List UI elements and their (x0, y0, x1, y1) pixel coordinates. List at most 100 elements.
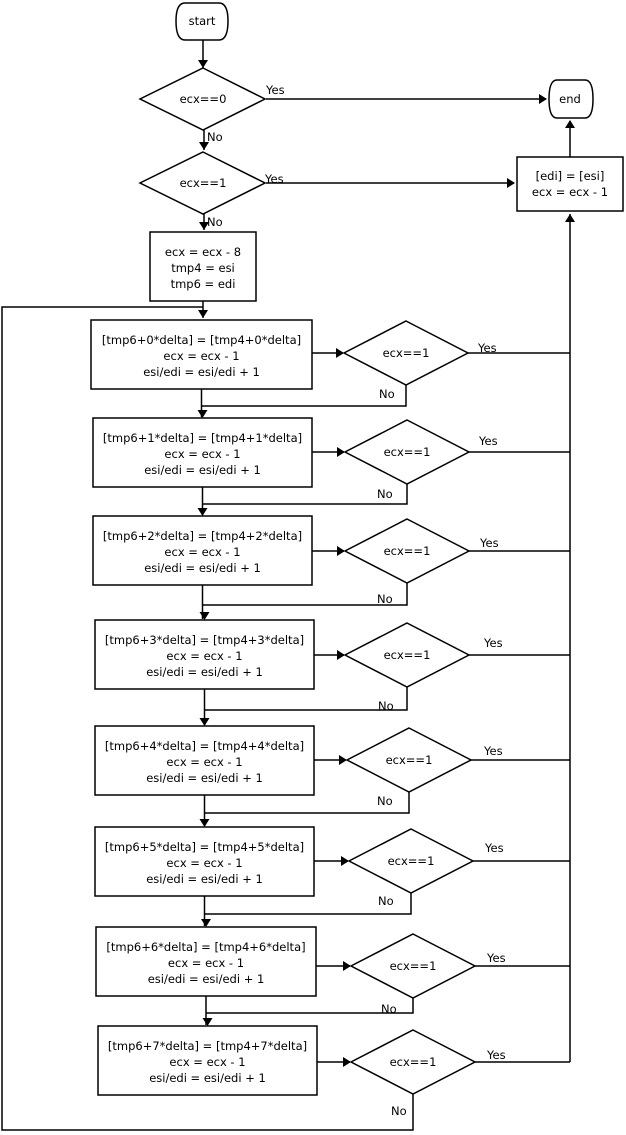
copy-step-check: ecx==1 (347, 828, 475, 894)
copy-step-check: ecx==1 (349, 933, 477, 999)
no-label-zero: No (207, 130, 223, 144)
single-copy-shape (516, 156, 624, 212)
setup-line-1: ecx = ecx - 8 (165, 245, 241, 259)
setup-line-3: tmp6 = edi (171, 277, 236, 291)
copy-step-shape (97, 1025, 318, 1096)
copy-step-line-assign: [tmp6+2*delta] = [tmp4+2*delta] (103, 529, 302, 543)
copy-step-shape (95, 926, 317, 997)
copy-step-check: ecx==1 (343, 518, 471, 584)
arrowhead-right (336, 348, 344, 358)
no-label: No (377, 487, 393, 501)
arrowhead-right (539, 94, 547, 104)
decision-ecx-one: ecx==1 (138, 151, 267, 215)
copy-step-line-dec: ecx = ecx - 1 (164, 447, 240, 461)
nodes: start end ecx==0 Yes No ecx==1 Yes No [e… (138, 2, 624, 302)
step-arrowheads (197, 348, 351, 1067)
start-shape (175, 2, 229, 41)
copy-step-check-shape (349, 933, 477, 999)
setup-box: ecx = ecx - 8 tmp4 = esi tmp6 = edi (149, 231, 257, 302)
copy-step-check: ecx==1 (343, 419, 471, 485)
copy-step-box: [tmp6+5*delta] = [tmp4+5*delta]ecx = ecx… (94, 826, 315, 897)
copy-step-check: ecx==1 (342, 320, 470, 386)
no-label: No (391, 1104, 407, 1118)
yes-label: Yes (478, 434, 498, 448)
yes-label: Yes (486, 1048, 506, 1062)
edge-check-no-to-next (202, 484, 408, 505)
copy-step-line-inc: esi/edi = esi/edi + 1 (146, 665, 263, 679)
copy-step-line-assign: [tmp6+7*delta] = [tmp4+7*delta] (108, 1039, 307, 1053)
arrowhead-down (197, 508, 208, 516)
yes-label-zero: Yes (265, 83, 285, 97)
edge-check-no-to-next (204, 687, 408, 711)
no-label: No (377, 794, 393, 808)
copy-step-line-assign: [tmp6+6*delta] = [tmp4+6*delta] (106, 940, 305, 954)
step-nodes: [tmp6+0*delta] = [tmp4+0*delta] ecx = ecx… (90, 319, 506, 1118)
decision-ecx-zero: ecx==0 (138, 67, 267, 131)
yes-label: Yes (483, 636, 503, 650)
copy-step-shape (94, 619, 315, 690)
copy-step-line-dec: ecx = ecx - 1 (166, 649, 242, 663)
arrowhead-up (565, 120, 575, 128)
copy-step-check-label: ecx==1 (390, 1055, 437, 1069)
start-terminal: start (175, 2, 229, 41)
arrowhead-right (337, 447, 345, 457)
copy-step-check-label: ecx==1 (388, 854, 435, 868)
arrowhead-down (199, 222, 209, 230)
copy-step-box: [tmp6+2*delta] = [tmp4+2*delta] ecx = ecx… (92, 515, 313, 586)
no-label-one: No (207, 215, 223, 229)
no-label: No (377, 592, 393, 606)
setup-shape (149, 231, 257, 302)
arrowhead-right (337, 546, 345, 556)
decision-ecx-zero-shape (138, 67, 267, 131)
arrowhead-right (343, 1057, 351, 1067)
copy-step-line-assign: [tmp6+0*delta] = [tmp4+0*delta] (102, 333, 301, 347)
arrowhead-right (337, 650, 345, 660)
copy-step-line-inc: esi/edi = esi/edi + 1 (148, 972, 265, 986)
copy-step-line-dec: ecx = ecx - 1 (166, 856, 242, 870)
arrowhead-right (343, 961, 351, 971)
single-copy-line-1: [edi] = [esi] (536, 169, 605, 183)
copy-step-check-label: ecx==1 (384, 445, 431, 459)
copy-step-line-inc: esi/edi = esi/edi + 1 (146, 771, 263, 785)
copy-step-line-dec: ecx = ecx - 1 (169, 1055, 245, 1069)
copy-step-check-label: ecx==1 (386, 753, 433, 767)
end-shape (548, 79, 594, 119)
copy-step-shape (92, 417, 313, 488)
single-copy-line-2: ecx = ecx - 1 (532, 185, 608, 199)
copy-step-line-inc: esi/edi = esi/edi + 1 (149, 1071, 266, 1085)
copy-step-check-label: ecx==1 (383, 346, 430, 360)
edge-loop-back (1, 306, 414, 1131)
copy-step-line-inc: esi/edi = esi/edi + 1 (144, 463, 261, 477)
arrowhead-down (199, 718, 210, 726)
arrowhead-down (198, 310, 208, 318)
end-terminal: end (548, 79, 594, 119)
copy-step-line-dec: ecx = ecx - 1 (163, 349, 239, 363)
no-label: No (379, 387, 395, 401)
arrowhead-down (199, 612, 210, 620)
copy-step-box: [tmp6+4*delta] = [tmp4+4*delta]ecx = ecx… (94, 725, 315, 796)
yes-label: Yes (486, 951, 506, 965)
copy-step-check: ecx==1 (343, 622, 471, 688)
copy-step-shape (94, 826, 315, 897)
copy-step-line-dec: ecx = ecx - 1 (164, 545, 240, 559)
copy-step-box: [tmp6+1*delta] = [tmp4+1*delta]ecx = ecx… (92, 417, 313, 488)
decision-ecx-zero-label: ecx==0 (180, 92, 227, 106)
yes-label: Yes (479, 536, 499, 550)
edge-check-no-to-next (204, 792, 410, 814)
arrowhead-down (202, 1018, 213, 1026)
yes-label: Yes (483, 744, 503, 758)
yes-label: Yes (477, 341, 497, 355)
copy-step-check-shape (342, 320, 470, 386)
edges (1, 40, 571, 1131)
copy-step-check-shape (349, 1029, 477, 1095)
copy-step-shape (94, 725, 315, 796)
copy-step-box: [tmp6+3*delta] = [tmp4+3*delta]ecx = ecx… (94, 619, 315, 690)
arrowhead-down (197, 410, 208, 418)
copy-step-check-label: ecx==1 (384, 544, 431, 558)
copy-step-line-dec: ecx = ecx - 1 (166, 755, 242, 769)
decision-ecx-one-label: ecx==1 (180, 176, 227, 190)
arrowhead-down (199, 819, 210, 827)
arrowhead-right (341, 856, 349, 866)
copy-step-line-inc: esi/edi = esi/edi + 1 (144, 561, 261, 575)
